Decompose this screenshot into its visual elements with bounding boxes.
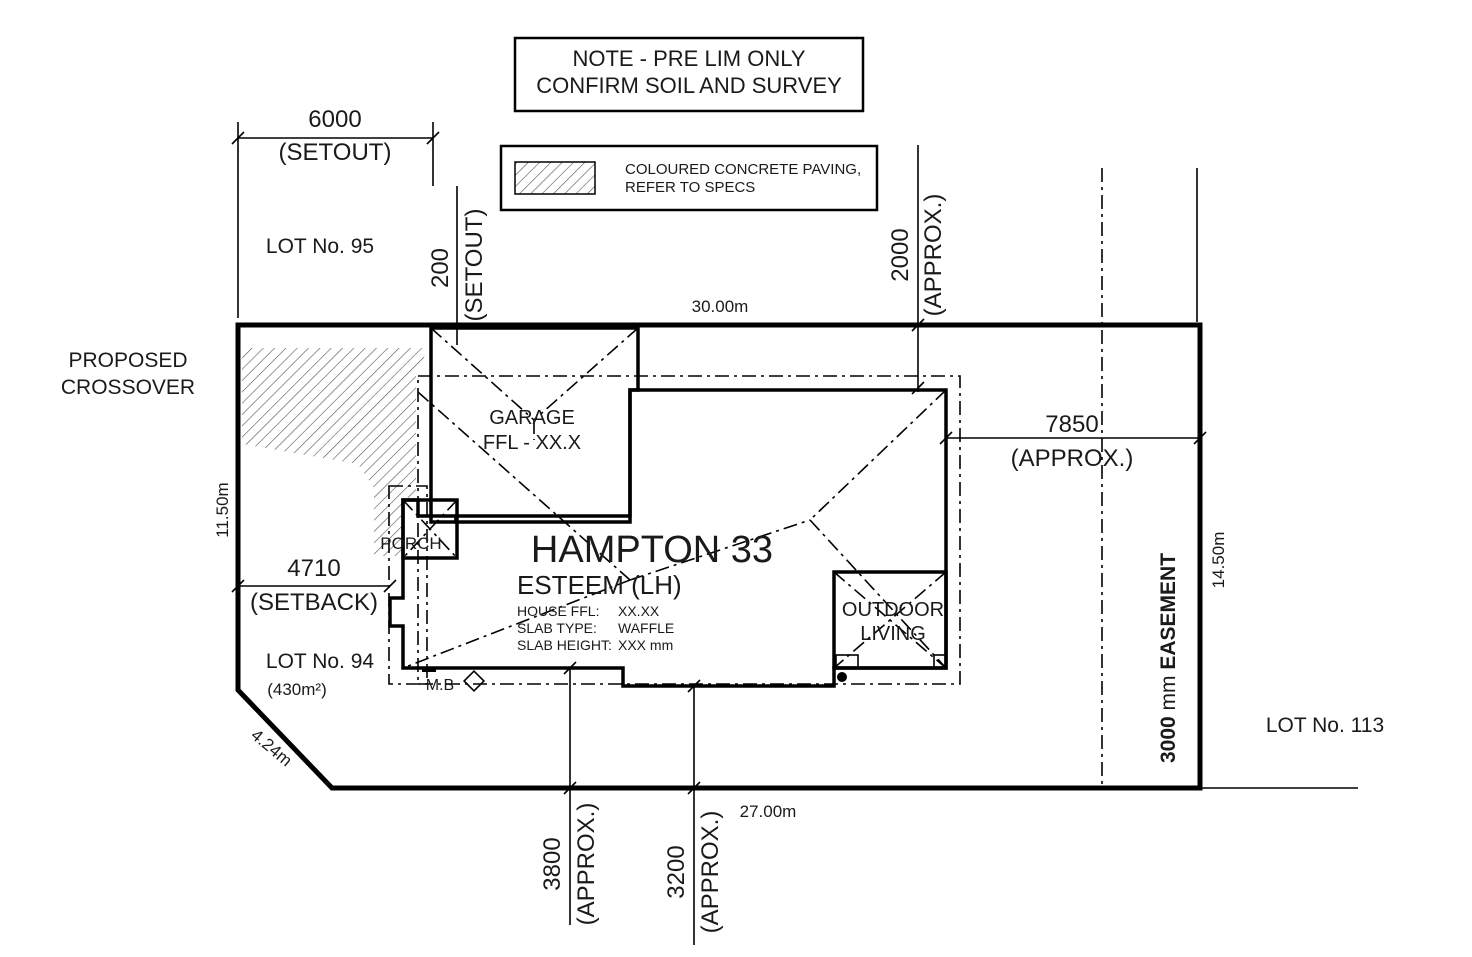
outdoor-post-left — [835, 654, 859, 669]
lot-boundary — [235, 322, 1203, 791]
crossover-line-2: CROSSOVER — [61, 376, 195, 399]
dimension-3800-label: (APPROX.) — [573, 803, 600, 926]
boundary-top-length: 30.00m — [692, 297, 749, 316]
porch-outline — [401, 498, 459, 560]
dimension-7850-label: (APPROX.) — [1011, 445, 1134, 472]
dimension-2000-value: 2000 — [887, 228, 914, 281]
note-line-1: NOTE - PRE LIM ONLY — [572, 46, 805, 71]
outdoor-living-label-2: LIVING — [860, 623, 926, 645]
house-info-table: HOUSE FFL: XX.XX SLAB TYPE: WAFFLE SLAB … — [517, 603, 674, 653]
dimension-3200-label: (APPROX.) — [697, 811, 724, 934]
dimension-3800-value: 3800 — [539, 837, 566, 890]
boundary-bottom-length: 27.00m — [740, 802, 797, 821]
dimension-4710-setback: 4710 (SETBACK) — [231, 555, 397, 616]
dimension-3200-approx: 3200 (APPROX.) — [663, 679, 724, 945]
dimension-3800-approx: 3800 (APPROX.) — [539, 661, 600, 926]
house-facade: ESTEEM (LH) — [517, 570, 682, 600]
boundary-left-length: 11.50m — [213, 482, 232, 537]
outdoor-living-outline — [832, 570, 948, 670]
outdoor-living-label-1: OUTDOOR — [842, 599, 944, 621]
coloured-concrete-paving — [242, 348, 428, 500]
dimension-7850-approx: 7850 (APPROX.) — [939, 411, 1207, 472]
easement-label: 3000 mm EASEMENT — [1157, 553, 1180, 763]
porch-label: PORCH — [380, 534, 441, 553]
dimension-2000-approx: 2000 (APPROX.) — [887, 145, 947, 395]
garage-label: GARAGE — [489, 407, 575, 429]
dimension-200-label: (SETOUT) — [461, 209, 488, 322]
slab-height-label: SLAB HEIGHT: — [517, 637, 612, 653]
meter-box-label: M.B — [426, 677, 454, 694]
house-name: HAMPTON 33 — [531, 529, 773, 571]
slab-outline — [417, 375, 961, 685]
dimension-6000-value: 6000 — [308, 106, 361, 133]
dimension-6000-label: (SETOUT) — [279, 139, 392, 166]
lot-95-label: LOT No. 95 — [266, 235, 374, 258]
lot-113-label: LOT No. 113 — [1266, 714, 1384, 737]
boundary-right-length: 14.50m — [1209, 532, 1228, 589]
boundary-corner-length: 4.24m — [247, 725, 295, 770]
easement-unit: mm — [1157, 670, 1180, 717]
slab-type-label: SLAB TYPE: — [517, 620, 597, 636]
slab-type-value: WAFFLE — [618, 620, 674, 636]
dimension-4710-label: (SETBACK) — [250, 589, 378, 616]
dimension-7850-value: 7850 — [1045, 411, 1098, 438]
easement-word: EASEMENT — [1157, 553, 1180, 670]
crossover-line-1: PROPOSED — [68, 349, 187, 372]
note-box: NOTE - PRE LIM ONLY CONFIRM SOIL AND SUR… — [513, 36, 865, 113]
dimension-200-value: 200 — [427, 248, 454, 288]
legend-line-2: REFER TO SPECS — [625, 179, 755, 196]
legend-line-1: COLOURED CONCRETE PAVING, — [625, 161, 861, 178]
note-line-2: CONFIRM SOIL AND SURVEY — [536, 73, 842, 98]
easement-amount: 3000 — [1157, 716, 1180, 763]
slab-height-value: XXX mm — [618, 637, 673, 653]
garage-ffl-label: FFL - XX.X — [483, 432, 581, 454]
outdoor-post-right — [933, 654, 947, 669]
meter-box: M.B — [422, 668, 847, 694]
legend-box: COLOURED CONCRETE PAVING, REFER TO SPECS — [499, 144, 879, 212]
porch-slab-outline — [388, 485, 428, 685]
service-point-icon — [837, 672, 847, 682]
house-ffl-value: XX.XX — [618, 603, 660, 619]
lot-94-area: (430m²) — [267, 680, 327, 699]
dimension-3200-value: 3200 — [663, 845, 690, 898]
dimension-200-setout: 200 (SETOUT) — [427, 186, 488, 345]
meter-box-symbol — [462, 669, 486, 693]
legend-hatch-swatch — [514, 161, 596, 195]
roof-lines — [402, 327, 947, 669]
dimension-2000-label: (APPROX.) — [920, 194, 947, 317]
dimension-4710-value: 4710 — [287, 555, 340, 582]
dimension-6000-setout: 6000 (SETOUT) — [231, 106, 440, 318]
house-ffl-label: HOUSE FFL: — [517, 603, 599, 619]
lot-94-label: LOT No. 94 — [266, 650, 374, 673]
